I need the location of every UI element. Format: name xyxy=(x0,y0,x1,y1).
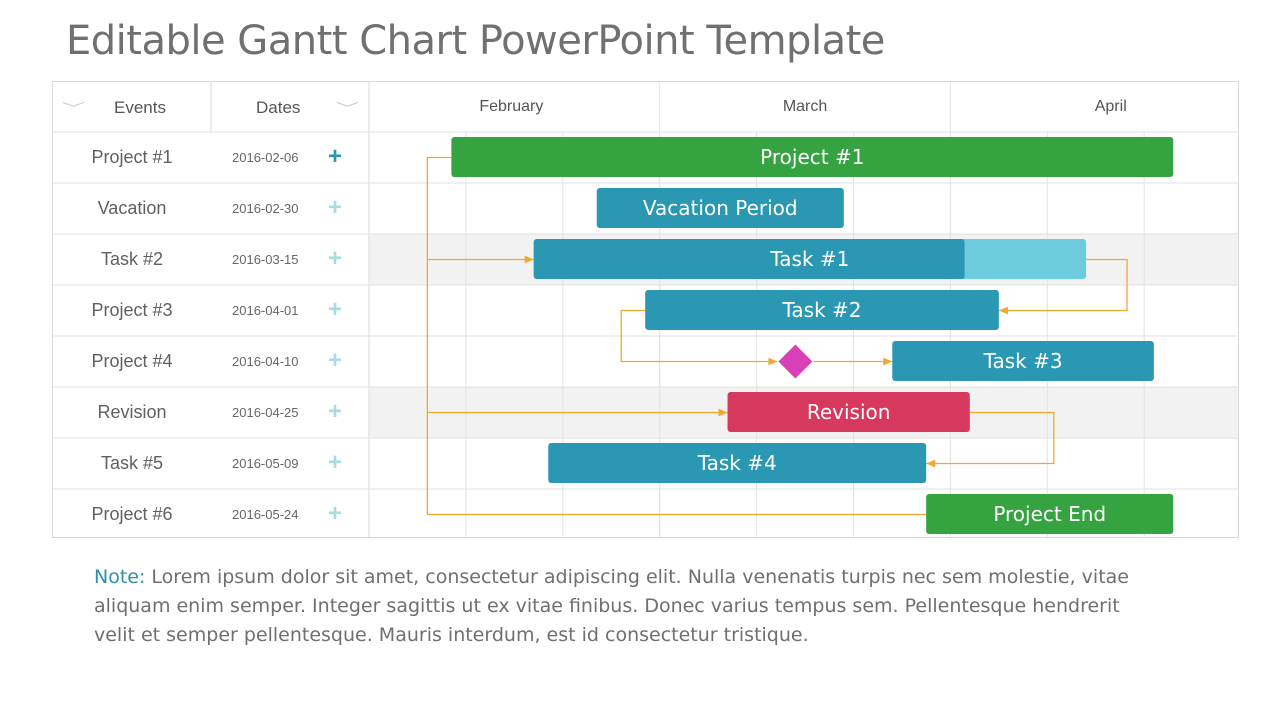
add-plus-icon[interactable]: + xyxy=(328,398,343,425)
milestone-diamond xyxy=(778,344,813,379)
month-label: February xyxy=(479,98,544,115)
gantt-bar-label: Task #4 xyxy=(697,451,777,475)
date-label: 2016-05-09 xyxy=(232,456,299,471)
event-label: Task #5 xyxy=(100,453,164,473)
add-plus-icon[interactable]: + xyxy=(328,500,343,527)
date-label: 2016-04-01 xyxy=(232,303,299,318)
gantt-bar-label: Task #1 xyxy=(769,247,849,271)
events-chevron-down-icon[interactable]: ﹀ xyxy=(61,101,86,116)
gantt-bar-label: Project #1 xyxy=(760,145,864,169)
date-label: 2016-02-06 xyxy=(232,150,299,165)
date-label: 2016-02-30 xyxy=(232,201,299,216)
add-plus-icon[interactable]: + xyxy=(328,449,343,476)
connector-project-trunk xyxy=(426,156,927,516)
date-label: 2016-03-15 xyxy=(232,252,299,267)
gantt-bar xyxy=(926,494,1174,534)
add-plus-icon[interactable]: + xyxy=(328,194,343,221)
dates-chevron-down-icon[interactable]: ﹀ xyxy=(335,101,360,116)
page-title: Editable Gantt Chart PowerPoint Template xyxy=(66,18,885,64)
month-label: March xyxy=(782,98,828,115)
add-plus-icon[interactable]: + xyxy=(328,347,343,374)
date-label: 2016-04-25 xyxy=(232,405,299,420)
add-plus-icon[interactable]: + xyxy=(328,143,343,170)
connector-revision-to-task4 xyxy=(926,411,1055,468)
gantt-bar xyxy=(451,137,1174,177)
gantt-bar xyxy=(727,392,970,432)
gantt-bar xyxy=(892,341,1154,381)
event-label: Vacation xyxy=(97,198,167,218)
gantt-bar-label: Revision xyxy=(807,400,891,424)
event-label: Project #1 xyxy=(91,147,173,167)
event-label: Project #6 xyxy=(91,504,173,524)
note: Note: Lorem ipsum dolor sit amet, consec… xyxy=(94,563,1154,650)
gantt-bar xyxy=(645,290,999,330)
connector-task1-to-task2 xyxy=(998,258,1128,315)
gantt-bar-label: Task #2 xyxy=(781,298,861,322)
dates-header: Dates xyxy=(256,98,301,117)
note-text: Lorem ipsum dolor sit amet, consectetur … xyxy=(94,566,1129,646)
date-label: 2016-05-24 xyxy=(232,507,299,522)
note-label: Note: xyxy=(94,566,146,588)
gantt-bar-label: Project End xyxy=(993,502,1106,526)
gantt-bar xyxy=(533,239,965,279)
add-plus-icon[interactable]: + xyxy=(328,296,343,323)
gantt-bar-label: Task #3 xyxy=(983,349,1063,373)
event-label: Task #2 xyxy=(100,249,164,269)
event-label: Revision xyxy=(97,402,167,422)
date-label: 2016-04-10 xyxy=(232,354,299,369)
month-label: April xyxy=(1094,98,1127,115)
event-label: Project #4 xyxy=(91,351,173,371)
gantt-bar xyxy=(596,188,844,228)
gantt-bar-label: Vacation Period xyxy=(643,196,798,220)
events-header: Events xyxy=(114,98,166,117)
event-label: Project #3 xyxy=(91,300,173,320)
gantt-bar xyxy=(548,443,927,483)
add-plus-icon[interactable]: + xyxy=(328,245,343,272)
connector-task2-to-milestone xyxy=(620,309,778,366)
